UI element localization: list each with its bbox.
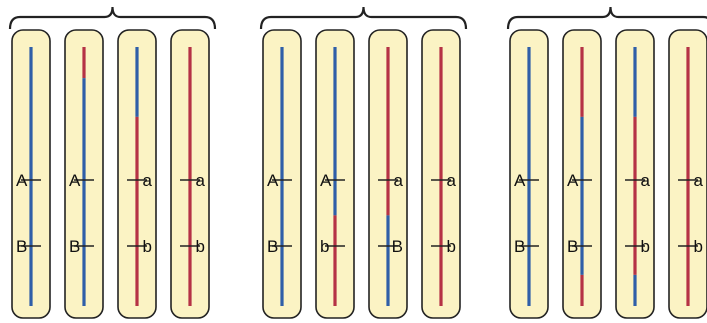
allele-label: b (143, 237, 152, 256)
allele-label: b (196, 237, 205, 256)
chromatid: AB (11, 29, 51, 319)
allele-label: A (267, 171, 279, 190)
chromatid: ab (117, 29, 157, 319)
chromatid: ab (615, 29, 655, 319)
allele-label: A (567, 171, 579, 190)
chromatid: AB (262, 29, 302, 319)
chromatid: aB (368, 29, 408, 319)
chromatid: AB (562, 29, 602, 319)
chromatid: Ab (315, 29, 355, 319)
chromatid: ab (421, 29, 461, 319)
allele-label: b (641, 237, 650, 256)
allele-label: a (694, 171, 704, 190)
allele-label: b (320, 237, 329, 256)
allele-label: b (447, 237, 456, 256)
group-brace (506, 6, 707, 30)
chromatid: AB (64, 29, 104, 319)
chromatid: ab (170, 29, 210, 319)
allele-label: B (69, 237, 80, 256)
allele-label: a (394, 171, 404, 190)
allele-label: B (567, 237, 578, 256)
allele-label: a (641, 171, 651, 190)
allele-label: A (320, 171, 332, 190)
allele-label: B (16, 237, 27, 256)
allele-label: a (196, 171, 206, 190)
chromatid: AB (509, 29, 549, 319)
allele-label: B (392, 237, 403, 256)
allele-label: A (16, 171, 28, 190)
group-brace (259, 6, 468, 30)
allele-label: a (447, 171, 457, 190)
allele-label: A (69, 171, 81, 190)
allele-label: a (143, 171, 153, 190)
allele-label: A (514, 171, 526, 190)
group-brace (8, 6, 217, 30)
allele-label: b (694, 237, 703, 256)
chromatid: ab (668, 29, 707, 319)
allele-label: B (267, 237, 278, 256)
allele-label: B (514, 237, 525, 256)
